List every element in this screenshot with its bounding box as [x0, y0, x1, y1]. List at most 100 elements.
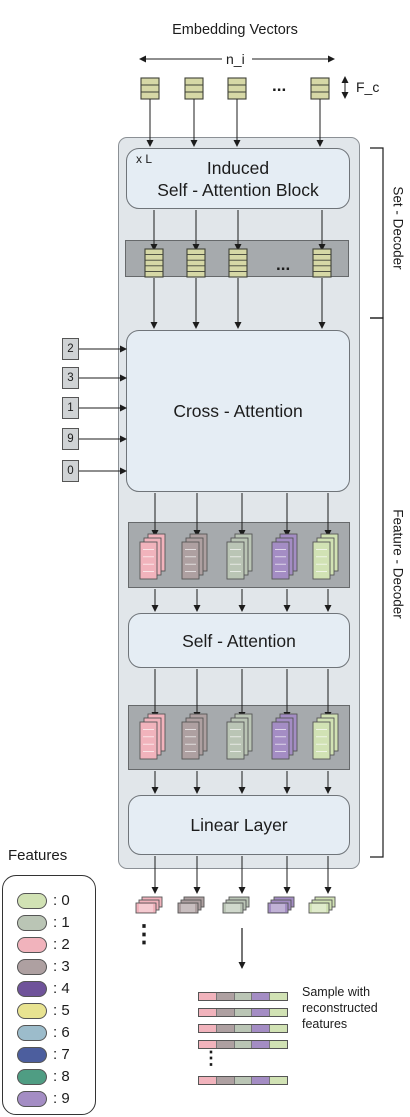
sample-caption-line3: features	[302, 1017, 348, 1031]
sample-feature-cell	[270, 993, 287, 1000]
sample-feature-cell	[199, 1077, 217, 1084]
feature-stack-layer	[139, 721, 158, 760]
legend-swatch	[17, 1025, 47, 1041]
sample-feature-cell	[234, 1077, 253, 1084]
sample-feature-cell	[199, 1041, 217, 1048]
sample-feature-cell	[216, 1041, 235, 1048]
sample-row	[198, 1040, 288, 1049]
feature-stack-layer	[308, 902, 330, 914]
repeat-label: x L	[136, 152, 153, 166]
sample-feature-cell	[199, 993, 217, 1000]
sample-row	[198, 992, 288, 1001]
sample-feature-cell	[252, 993, 271, 1000]
sample-row	[198, 1008, 288, 1017]
embedding-vector	[310, 77, 330, 100]
feature-stack-layer	[135, 902, 157, 914]
sample-feature-cell	[252, 1077, 271, 1084]
feature-stack-layer	[312, 541, 331, 580]
sample-feature-cell	[270, 1025, 287, 1032]
self-attention-block: Self - Attention	[128, 613, 350, 668]
top-ellipsis: ...	[272, 76, 287, 95]
induced-line1: Induced	[206, 157, 270, 178]
feature-stack-layer	[139, 541, 158, 580]
embedding-vector	[227, 77, 247, 100]
embedding-vector	[144, 248, 164, 278]
n-i-label: n_i	[226, 51, 245, 67]
sample-caption-line1: Sample with	[302, 985, 371, 999]
f-c-label: F_c	[356, 79, 380, 95]
sample-feature-cell	[199, 1025, 217, 1032]
sample-caption-line2: reconstructed	[302, 1001, 378, 1015]
sample-feature-cell	[216, 1009, 235, 1016]
feature-stack-layer	[181, 541, 200, 580]
embedding-vector	[184, 77, 204, 100]
sample-feature-cell	[216, 1025, 235, 1032]
cross-attention-block: Cross - Attention	[126, 330, 350, 492]
legend-label: : 8	[53, 1068, 70, 1085]
sample-feature-cell	[252, 1025, 271, 1032]
sample-feature-cell	[216, 993, 235, 1000]
embedding-vector	[140, 77, 160, 100]
linear-layer-label: Linear Layer	[190, 815, 288, 835]
legend-label: : 4	[53, 980, 70, 997]
sample-feature-cell	[252, 1009, 271, 1016]
diagram-title: Embedding Vectors	[172, 22, 298, 38]
feature-legend: : 0 : 1 : 2 : 3 : 4 : 5 : 6 : 7 : 8 : 9	[2, 875, 96, 1115]
legend-title: Features	[8, 847, 68, 864]
cross-attention-label: Cross - Attention	[173, 401, 303, 421]
legend-label: : 1	[53, 914, 70, 931]
sample-feature-cell	[270, 1077, 287, 1084]
linear-layer-block: Linear Layer	[128, 795, 350, 855]
side-input-box: 3	[62, 367, 79, 389]
sample-feature-cell	[270, 1041, 287, 1048]
sample-feature-cell	[234, 1041, 253, 1048]
legend-label: : 3	[53, 958, 70, 975]
side-input-box: 2	[62, 338, 79, 360]
self-attention-label: Self - Attention	[182, 630, 296, 651]
feature-stack-layer	[226, 721, 245, 760]
legend-label: : 2	[53, 936, 70, 953]
sample-row	[198, 1076, 288, 1085]
feature-decoder-bracket	[370, 317, 384, 858]
embedding-vector	[186, 248, 206, 278]
sample-row	[198, 1024, 288, 1033]
feature-stack-layer	[222, 902, 244, 914]
embedding-vector	[312, 248, 332, 278]
sample-feature-cell	[216, 1077, 235, 1084]
sample-ellipsis: ⋮	[202, 1048, 220, 1068]
feature-stack-layer	[226, 541, 245, 580]
legend-label: : 0	[53, 892, 70, 909]
legend-label: : 9	[53, 1090, 70, 1107]
feature-stack-layer	[177, 902, 199, 914]
legend-label: : 5	[53, 1002, 70, 1019]
legend-label: : 7	[53, 1046, 70, 1063]
sample-feature-cell	[234, 993, 253, 1000]
sample-feature-cell	[234, 1025, 253, 1032]
feature-stack-layer	[312, 721, 331, 760]
feature-stack-layer	[271, 721, 290, 760]
legend-swatch	[17, 937, 47, 953]
sample-feature-cell	[252, 1041, 271, 1048]
sample-feature-cell	[199, 1009, 217, 1016]
set-decoder-bracket	[370, 147, 384, 319]
panel-ellipsis: ...	[276, 255, 291, 274]
legend-swatch	[17, 893, 47, 909]
legend-swatch	[17, 1047, 47, 1063]
feature-stack-layer	[181, 721, 200, 760]
legend-swatch	[17, 1069, 47, 1085]
feature-stack-layer	[271, 541, 290, 580]
feature-stack-layer	[267, 902, 289, 914]
legend-swatch	[17, 1003, 47, 1019]
embedding-vector	[228, 248, 248, 278]
side-input-box: 1	[62, 397, 79, 419]
induced-line2: Self - Attention Block	[157, 179, 319, 200]
legend-label: : 6	[53, 1024, 70, 1041]
side-input-box: 0	[62, 460, 79, 482]
legend-swatch	[17, 915, 47, 931]
sample-feature-cell	[270, 1009, 287, 1016]
legend-swatch	[17, 959, 47, 975]
legend-swatch	[17, 981, 47, 997]
sample-feature-cell	[234, 1009, 253, 1016]
